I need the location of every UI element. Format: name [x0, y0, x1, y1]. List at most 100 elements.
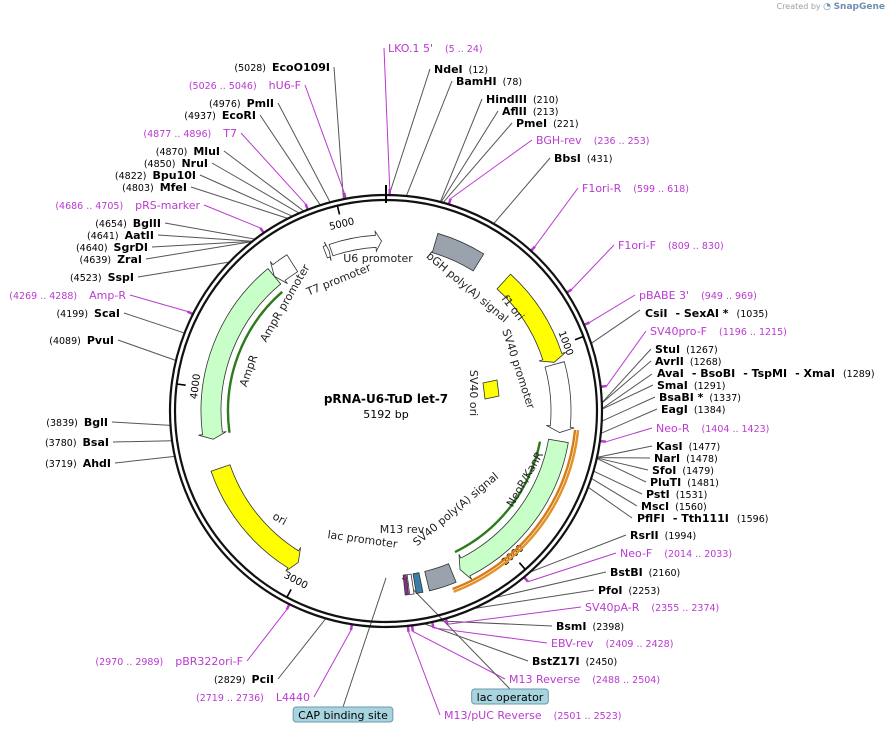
site-leader — [473, 589, 595, 610]
site-leader — [440, 110, 499, 203]
site-name: PmeI — [516, 117, 547, 130]
site-position: (2160) — [649, 568, 681, 579]
primer-leader — [313, 629, 352, 698]
site-position: (3839) — [46, 418, 78, 429]
site-leader — [259, 114, 321, 206]
sv40-poly-a-signal-label: SV40 poly(A) signal — [410, 470, 501, 549]
site-leader — [439, 98, 483, 203]
site-name: MfeI — [160, 181, 187, 194]
box-label: CAP binding site — [298, 709, 388, 722]
primer-leader — [408, 631, 441, 716]
site-name: AvaI — [657, 367, 684, 380]
primer-name: Amp-R — [89, 289, 126, 302]
site-name: SmaI — [657, 379, 688, 392]
primer-label-lko-1-5: LKO.1 5'(5 .. 24) — [388, 42, 483, 55]
site-name: ScaI — [94, 307, 120, 320]
primer-label-pbabe-3: pBABE 3'(949 .. 969) — [639, 289, 757, 302]
site-position: (1560) — [675, 502, 707, 513]
ampr-label: AmpR — [237, 353, 261, 389]
site-name: PmlI — [247, 97, 274, 110]
site-label-pcii: PciI(2829) — [214, 673, 274, 686]
site-label-avrii: AvrII(1268) — [655, 355, 722, 368]
site-leader — [601, 396, 656, 422]
site-label-tspmi: - TspMI — [743, 367, 787, 380]
site-position: (1035) — [737, 309, 769, 320]
sv40-ori-label: SV40 ori — [467, 370, 480, 416]
neor-kanr-feature — [458, 438, 569, 580]
site-name: EcoRI — [222, 109, 256, 122]
site-label-rsrii: RsrII(1994) — [630, 529, 696, 542]
site-leader — [601, 373, 653, 410]
site-leader — [493, 157, 551, 225]
site-label-tth111i: - Tth111I(1596) — [673, 512, 769, 525]
primer-position: (2409 .. 2428) — [606, 639, 674, 650]
ampr-feature — [198, 268, 282, 440]
site-leader — [590, 309, 641, 344]
primer-position: (4686 .. 4705) — [55, 201, 123, 212]
ampr-orf-line — [226, 290, 284, 433]
site-leader — [164, 222, 256, 240]
site-leader — [333, 66, 344, 200]
site-leader — [223, 150, 305, 212]
snapgene-logo-icon: ◔ — [823, 2, 832, 12]
site-leader — [123, 312, 185, 334]
site-name: SspI — [108, 271, 134, 284]
watermark-brand: SnapGene — [833, 2, 885, 12]
site-position: (4654) — [95, 219, 127, 230]
site-name: - SexAI * — [675, 307, 728, 320]
site-label-bamhi: BamHI(78) — [456, 75, 522, 88]
site-position: (4976) — [209, 99, 241, 110]
site-label-bsai: BsaI(3780) — [45, 436, 109, 449]
site-name: PluTI — [650, 476, 681, 489]
tick-mark — [176, 383, 186, 386]
primer-name: pBABE 3' — [639, 289, 689, 302]
site-name: AatII — [125, 229, 154, 242]
site-position: (4639) — [79, 255, 111, 266]
site-label-csii: CsiI — [645, 307, 667, 320]
site-label-eagi: EagI(1384) — [661, 403, 726, 416]
leader-lines — [111, 47, 658, 716]
primer-label-sv40pa-r: SV40pA-R(2355 .. 2374) — [585, 601, 719, 614]
site-position: (1477) — [689, 442, 721, 453]
primer-position: (2719 .. 2736) — [196, 693, 264, 704]
site-label-mlui: MluI(4870) — [156, 145, 220, 158]
site-position: (1384) — [694, 405, 726, 416]
site-name: StuI — [655, 343, 680, 356]
primer-label-ebv-rev: EBV-rev(2409 .. 2428) — [551, 637, 673, 650]
site-leader — [601, 384, 654, 410]
site-leader — [190, 186, 289, 219]
site-leader — [529, 534, 627, 573]
site-leader — [111, 421, 171, 426]
primer-label-amp-r: Amp-R(4269 .. 4288) — [9, 289, 126, 302]
site-label-nari: NarI(1478) — [654, 452, 718, 465]
site-leader — [277, 102, 331, 203]
neo-orf-line — [452, 429, 577, 591]
primer-name: F1ori-R — [582, 182, 622, 195]
site-name: SgrDI — [114, 241, 148, 254]
tick-mark — [286, 588, 292, 598]
site-name: BsaI — [83, 436, 109, 449]
site-label-bpu10i: Bpu10I(4822) — [115, 169, 196, 182]
site-label-aatii: AatII(4641) — [87, 229, 154, 242]
lac-promoter-feature — [412, 572, 424, 594]
primer-name: M13/pUC Reverse — [444, 709, 542, 722]
u6-promoter-label: U6 promoter — [343, 252, 413, 265]
site-position: (2450) — [586, 657, 618, 668]
primer-label-l4440: L4440(2719 .. 2736) — [196, 691, 310, 704]
primer-label-neo-r: Neo-R(1404 .. 1423) — [656, 422, 769, 435]
site-name: NdeI — [434, 63, 463, 76]
site-name: EcoO109I — [272, 61, 330, 74]
site-position: (213) — [533, 107, 559, 118]
site-leader — [151, 240, 253, 248]
box-leader — [342, 577, 387, 708]
site-label-aflii: AflII (213) — [502, 105, 558, 118]
primer-label-sv40pro-f: SV40pro-F(1196 .. 1215) — [650, 325, 787, 338]
site-label-ecoo109i: EcoO109I(5028) — [234, 61, 330, 74]
site-label-stui: StuI(1267) — [655, 343, 718, 356]
primer-position: (2970 .. 2989) — [95, 657, 163, 668]
site-name: AflII — [502, 105, 527, 118]
sv40-promoter-label: SV40 promoter — [499, 327, 537, 410]
snapgene-watermark: Created by ◔ SnapGene — [777, 2, 885, 12]
neo-orf-outline — [453, 430, 580, 593]
